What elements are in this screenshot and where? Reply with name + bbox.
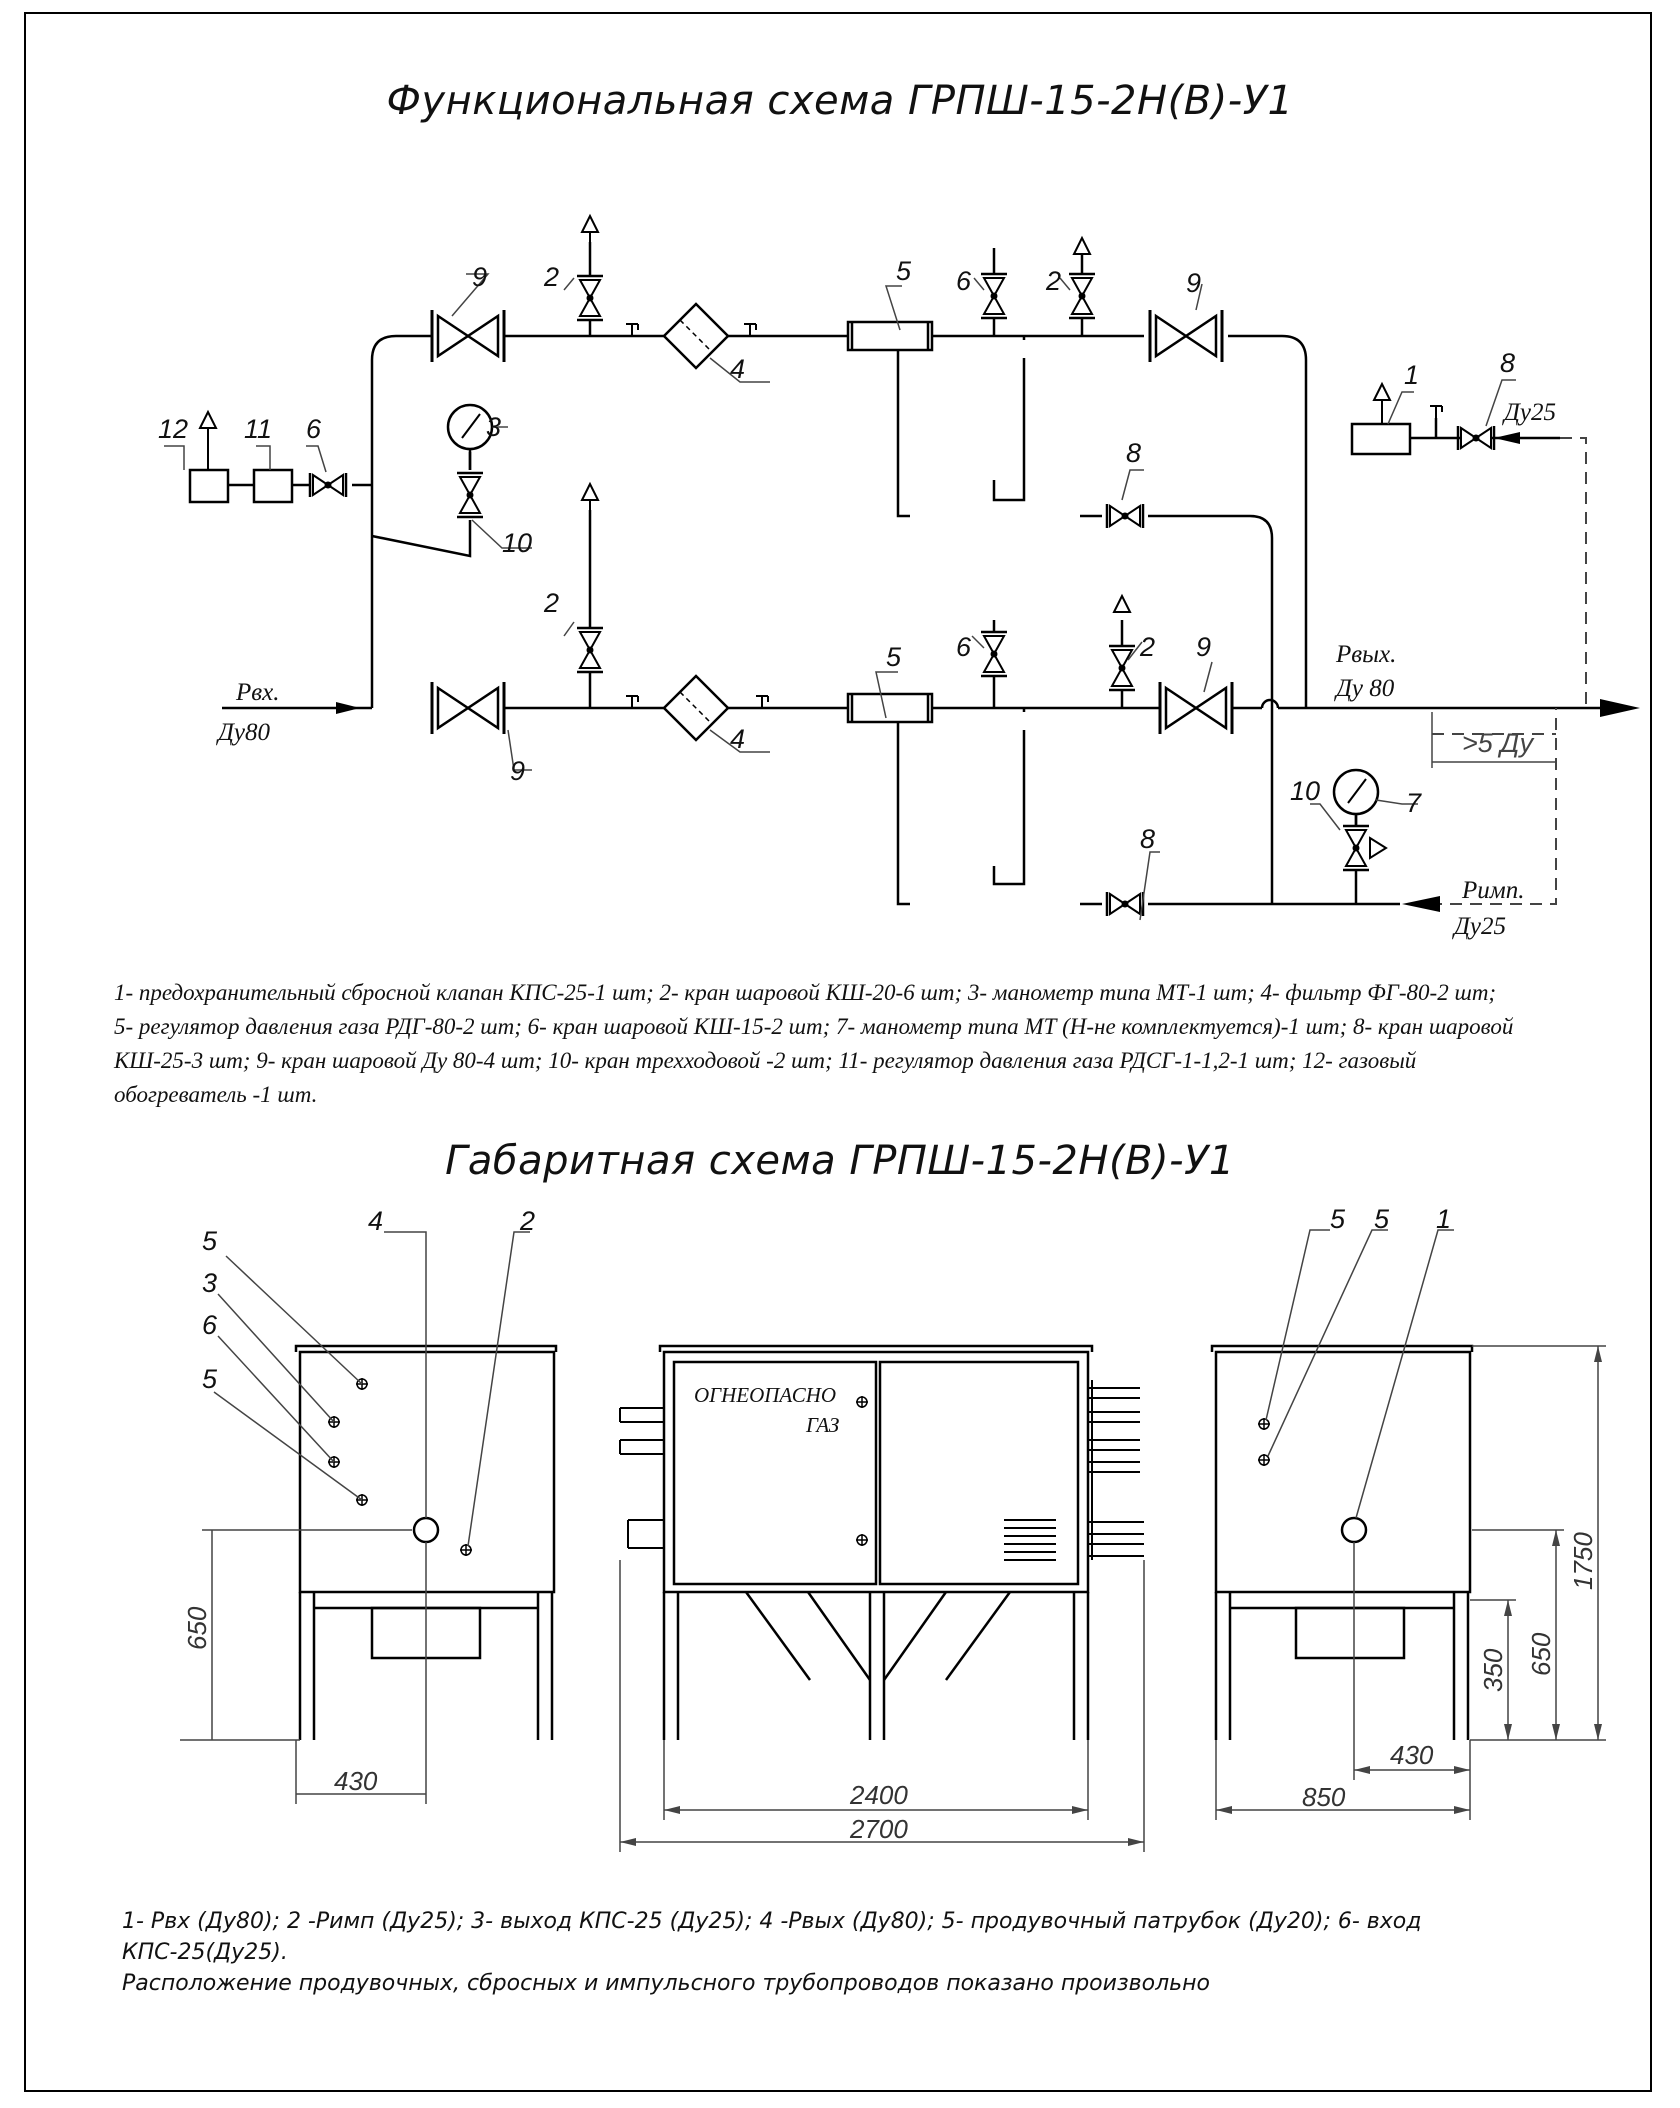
functional-scheme-title: Функциональная схема ГРПШ-15-2Н(В)-У1 (386, 78, 1294, 124)
right-nozzles (1258, 1418, 1270, 1466)
p-out-label: Рвых. (1335, 641, 1396, 668)
svg-text:6: 6 (956, 266, 972, 296)
vent-arrows (198, 213, 1392, 613)
svg-text:9: 9 (1186, 268, 1201, 298)
svg-text:5: 5 (1374, 1204, 1390, 1234)
svg-text:5: 5 (896, 256, 912, 286)
p-in-label: Рвх. (235, 679, 279, 706)
notes-line-1: 1- Рвх (Ду80); 2 -Римп (Ду25); 3- выход … (122, 1909, 1422, 1934)
min-length-dimension (1431, 712, 1556, 768)
right-low-height-dim: 350 (1478, 1648, 1508, 1692)
front-inner-dim: 2400 (849, 1780, 908, 1810)
svg-text:2: 2 (1045, 266, 1061, 296)
svg-text:2: 2 (519, 1206, 535, 1236)
left-position-numbers: 5 3 6 5 4 2 (202, 1206, 535, 1394)
svg-text:2: 2 (543, 588, 559, 618)
dn-in-label: Ду80 (216, 719, 271, 746)
front-locks (856, 1396, 868, 1546)
svg-text:1: 1 (1436, 1204, 1451, 1234)
front-louver (1004, 1519, 1056, 1561)
front-warning-text-1: ОГНЕОПАСНО (694, 1383, 836, 1407)
flow-arrows (336, 432, 1640, 912)
regulator-5-top (846, 320, 934, 352)
front-left-pipes (619, 1407, 664, 1549)
dn-kps-label: Ду25 (1502, 399, 1556, 426)
front-warning-text-2: ГАЗ (805, 1413, 839, 1437)
svg-text:2: 2 (1139, 632, 1155, 662)
svg-text:9: 9 (510, 756, 525, 786)
legend-line-3: КШ-25-3 шт; 9- кран шаровой Ду 80-4 шт; … (114, 1048, 1417, 1073)
svg-text:9: 9 (1196, 632, 1211, 662)
right-side-view (1210, 1344, 1474, 1740)
svg-text:10: 10 (502, 528, 532, 558)
manometer-7 (1332, 768, 1380, 826)
overall-notes: 1- Рвх (Ду80); 2 -Римп (Ду25); 3- выход … (122, 1906, 1421, 1999)
front-outer-dim: 2700 (849, 1814, 908, 1844)
svg-text:4: 4 (730, 724, 745, 754)
svg-text:8: 8 (1140, 824, 1155, 854)
min-length-label: >5 Ду (1462, 728, 1535, 758)
sheet-border (24, 12, 1652, 2092)
right-width-dim: 850 (1302, 1782, 1346, 1812)
dashed-impulse-lines (1430, 437, 1587, 905)
svg-text:7: 7 (1406, 788, 1422, 818)
svg-text:5: 5 (886, 642, 902, 672)
svg-text:6: 6 (956, 632, 972, 662)
right-position-numbers: 5 5 1 (1330, 1204, 1451, 1234)
position-leaders (164, 273, 1516, 921)
dn-out-label: Ду 80 (1334, 675, 1395, 702)
front-dimension-arrows (620, 1806, 1144, 1846)
svg-text:4: 4 (368, 1206, 383, 1236)
svg-text:6: 6 (202, 1310, 218, 1340)
left-leaders (180, 1231, 530, 1804)
right-dimension-arrows (1216, 1346, 1602, 1814)
svg-text:2: 2 (543, 262, 559, 292)
notes-line-2: КПС-25(Ду25). (122, 1940, 288, 1965)
svg-text:4: 4 (730, 354, 745, 384)
svg-text:5: 5 (1330, 1204, 1346, 1234)
svg-text:6: 6 (306, 414, 322, 444)
svg-text:5: 5 (202, 1364, 218, 1394)
heater-12 (188, 468, 230, 504)
svg-text:3: 3 (486, 412, 501, 442)
filter-4-top (662, 302, 730, 370)
svg-text:3: 3 (202, 1268, 217, 1298)
position-numbers: 9 2 3 4 5 6 2 9 8 12 11 6 10 2 4 5 6 2 9… (158, 256, 1515, 854)
legend-line-1: 1- предохранительный сбросной клапан КПС… (114, 980, 1497, 1005)
front-right-pipes (1088, 1380, 1144, 1560)
legend-line-2: 5- регулятор давления газа РДГ-80-2 шт; … (114, 1014, 1514, 1039)
p-imp-label: Римп. (1461, 877, 1524, 904)
svg-text:1: 1 (1404, 360, 1419, 390)
valve-10-right (1341, 824, 1388, 872)
svg-text:8: 8 (1500, 348, 1515, 378)
front-view (658, 1344, 1094, 1740)
right-total-height-dim: 1750 (1568, 1532, 1598, 1590)
right-mid-height-dim: 650 (1526, 1632, 1556, 1676)
front-dimensions (619, 1560, 1145, 1852)
svg-text:10: 10 (1290, 776, 1320, 806)
legend-line-4: обогреватель -1 шт. (114, 1082, 318, 1107)
regulator-11 (228, 468, 310, 504)
svg-text:5: 5 (202, 1226, 218, 1256)
filter-4-bottom (662, 674, 730, 742)
svg-text:8: 8 (1126, 438, 1141, 468)
dn-imp-label: Ду25 (1452, 913, 1506, 940)
svg-text:12: 12 (158, 414, 188, 444)
svg-text:11: 11 (244, 414, 272, 444)
left-height-dim: 650 (182, 1606, 212, 1650)
svg-text:9: 9 (472, 262, 487, 292)
overall-scheme-title: Габаритная схема ГРПШ-15-2Н(В)-У1 (445, 1138, 1235, 1184)
functional-legend: 1- предохранительный сбросной клапан КПС… (114, 976, 1513, 1112)
regulator-5-bottom (846, 692, 934, 724)
right-leaders (1215, 1229, 1606, 1820)
notes-line-3: Расположение продувочных, сбросных и имп… (122, 1971, 1210, 1996)
left-width-dim: 430 (334, 1766, 378, 1796)
right-mid-width-dim: 430 (1390, 1740, 1434, 1770)
kps-1 (1350, 422, 1412, 456)
